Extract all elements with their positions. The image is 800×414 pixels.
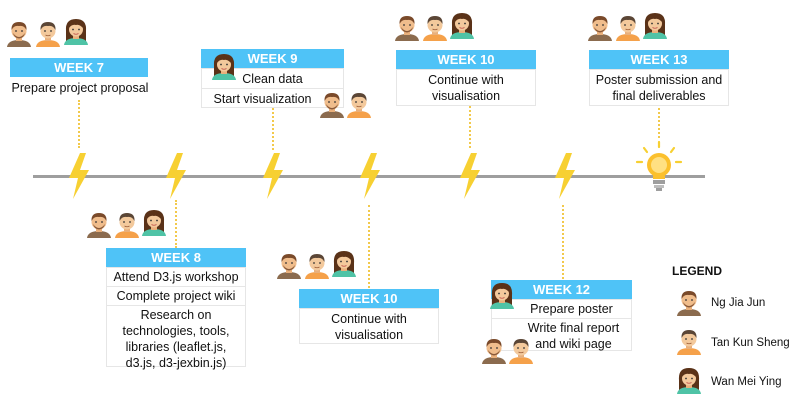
week-12-task: Write final report and wiki page bbox=[527, 321, 620, 351]
connector-line bbox=[658, 108, 660, 138]
week-8-header: WEEK 8 bbox=[106, 248, 246, 267]
week-10-box: Continue with visualisation bbox=[396, 69, 536, 106]
week-10-header: WEEK 10 bbox=[299, 289, 439, 308]
legend-name: Ng Jia Jun bbox=[711, 297, 766, 309]
avatar-wan-mei-ying bbox=[448, 11, 476, 39]
week-8-box: Attend D3.js workshop Complete project w… bbox=[106, 267, 246, 370]
avatar-wan-mei-ying bbox=[62, 17, 90, 45]
week-7-header: WEEK 7 bbox=[10, 58, 148, 77]
connector-line bbox=[562, 205, 564, 279]
avatar-tan-kun-sheng bbox=[34, 19, 62, 47]
week-10-header: WEEK 10 bbox=[396, 50, 536, 69]
lightning-bolt-icon bbox=[457, 153, 483, 199]
avatar-ng-jia-jun bbox=[393, 13, 421, 41]
legend-name: Wan Mei Ying bbox=[711, 376, 782, 388]
avatar-tan-kun-sheng bbox=[303, 251, 331, 279]
lightning-bolt-icon bbox=[163, 153, 189, 199]
avatar-ng-jia-jun bbox=[318, 90, 346, 118]
avatar-wan-mei-ying bbox=[330, 249, 358, 277]
avatar-ng-jia-jun bbox=[85, 210, 113, 238]
week-9-header: WEEK 9 bbox=[201, 49, 344, 68]
connector-line bbox=[78, 100, 80, 148]
avatar-ng-jia-jun bbox=[5, 19, 33, 47]
lightbulb-icon bbox=[635, 140, 683, 191]
week-12-header: WEEK 12 bbox=[491, 280, 632, 299]
week-8-task: Research on technologies, tools, librari… bbox=[122, 308, 230, 370]
avatar-wan-mei-ying bbox=[488, 281, 516, 309]
week-9-task: Clean data bbox=[202, 69, 343, 89]
avatar-wan-mei-ying bbox=[140, 208, 168, 236]
connector-line bbox=[469, 106, 471, 148]
week-13-task: Poster submission and final deliverables bbox=[595, 73, 723, 103]
avatar-wan-mei-ying bbox=[641, 11, 669, 39]
connector-line bbox=[175, 200, 177, 248]
avatar-tan-kun-sheng bbox=[675, 327, 703, 355]
avatar-wan-mei-ying bbox=[675, 366, 703, 394]
week-10-task: Continue with visualisation bbox=[331, 312, 407, 342]
avatar-ng-jia-jun bbox=[586, 13, 614, 41]
week-13-box: Poster submission and final deliverables bbox=[589, 69, 729, 106]
avatar-tan-kun-sheng bbox=[345, 90, 373, 118]
legend-title: LEGEND bbox=[672, 264, 723, 278]
avatar-tan-kun-sheng bbox=[614, 13, 642, 41]
week-10-task: Continue with visualisation bbox=[428, 73, 504, 103]
avatar-ng-jia-jun bbox=[480, 336, 508, 364]
lightning-bolt-icon bbox=[552, 153, 578, 199]
week-13-header: WEEK 13 bbox=[589, 50, 729, 69]
avatar-ng-jia-jun bbox=[675, 288, 703, 316]
avatar-tan-kun-sheng bbox=[507, 336, 535, 364]
connector-line bbox=[272, 108, 274, 150]
avatar-ng-jia-jun bbox=[275, 251, 303, 279]
connector-line bbox=[368, 205, 370, 288]
avatar-wan-mei-ying bbox=[210, 52, 238, 80]
week-12-task: Prepare poster bbox=[492, 300, 631, 319]
week-9-task: Start visualization bbox=[213, 92, 312, 106]
week-10-box: Continue with visualisation bbox=[299, 308, 439, 344]
avatar-tan-kun-sheng bbox=[421, 13, 449, 41]
week-7-task: Prepare project proposal bbox=[11, 81, 149, 95]
lightning-bolt-icon bbox=[357, 153, 383, 199]
week-8-task: Attend D3.js workshop bbox=[107, 268, 245, 287]
avatar-tan-kun-sheng bbox=[113, 210, 141, 238]
week-8-task: Complete project wiki bbox=[107, 287, 245, 306]
lightning-bolt-icon bbox=[260, 153, 286, 199]
legend-name: Tan Kun Sheng bbox=[711, 337, 790, 349]
lightning-bolt-icon bbox=[66, 153, 92, 199]
